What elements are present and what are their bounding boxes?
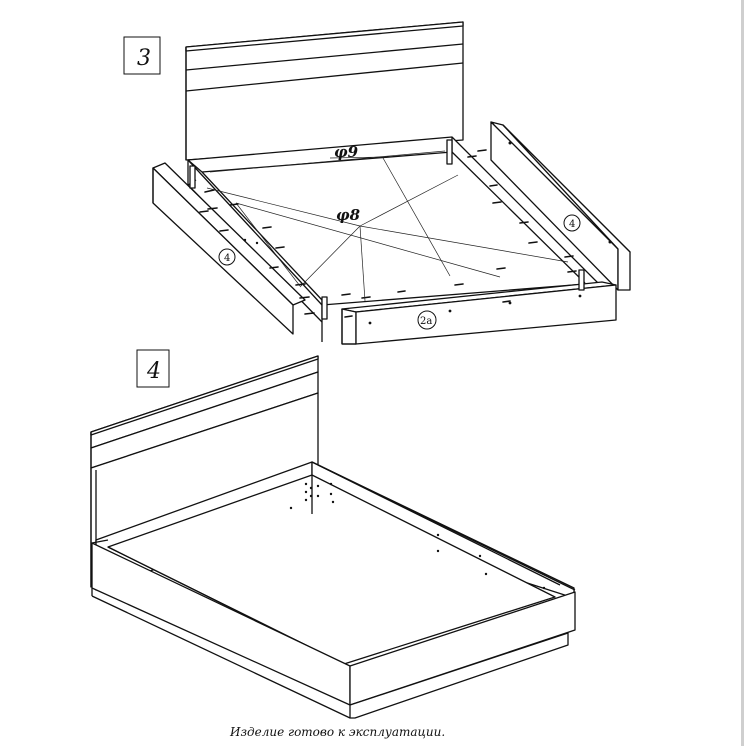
part-4-right-circle	[563, 214, 581, 232]
part-2a-label: 2a	[420, 316, 432, 327]
front-panel: 2a	[341, 281, 617, 345]
corner-brackets	[189, 139, 585, 320]
part-4-right-label: 4	[569, 219, 575, 230]
callout-phi8: φ8	[336, 206, 361, 224]
page-edge-bar	[741, 0, 744, 746]
step-4-box	[136, 349, 170, 388]
callout-phi9: φ9	[334, 143, 359, 161]
bed-frame-assembled	[91, 461, 576, 719]
caption-ready: Изделие готово к эксплуатации.	[229, 725, 445, 739]
part-2a-circle	[417, 310, 437, 330]
fastener-screws	[199, 149, 577, 318]
callout-leaders	[206, 150, 569, 302]
step-3-box	[123, 36, 161, 75]
part-4-left-label: 4	[224, 253, 230, 264]
step-3-number: 3	[137, 46, 151, 71]
left-side-panel: 4	[152, 162, 306, 335]
headboard-exploded	[185, 21, 464, 161]
part-4-left-circle	[218, 248, 236, 266]
step-3-group: 3 4	[123, 21, 631, 345]
step-4-group: 4	[90, 349, 576, 719]
step-4-number: 4	[146, 359, 161, 384]
right-side-panel: 4	[490, 121, 631, 291]
